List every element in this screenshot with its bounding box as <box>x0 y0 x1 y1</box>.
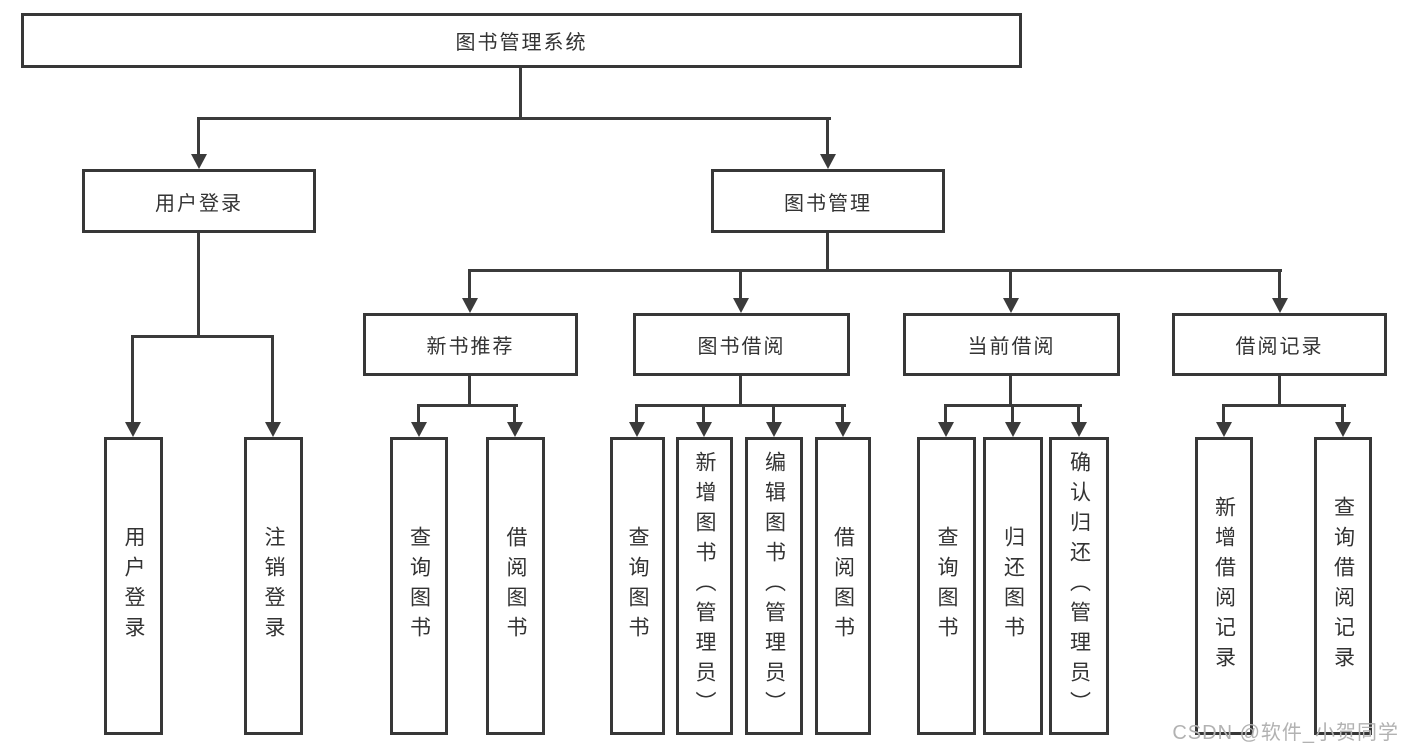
connector-line <box>131 335 134 423</box>
leaf-edit-book-admin-label: 编辑图书（管理员） <box>762 451 786 721</box>
arrow-down-icon <box>462 298 478 313</box>
leaf-query-books-current-label: 查询图书 <box>935 526 959 646</box>
connector-line <box>1278 269 1281 301</box>
connector-line <box>197 117 200 155</box>
leaf-query-books-current: 查询图书 <box>917 437 976 735</box>
connector-line <box>944 404 947 425</box>
connector-line <box>635 404 638 425</box>
node-borrow-records: 借阅记录 <box>1172 313 1387 376</box>
leaf-add-borrow-record-label: 新增借阅记录 <box>1212 496 1236 676</box>
connector-line <box>702 404 705 425</box>
node-new-book-recommend-label: 新书推荐 <box>426 336 515 358</box>
arrow-down-icon <box>835 422 851 437</box>
connector-line <box>468 269 1282 272</box>
connector-line <box>1011 404 1014 425</box>
connector-line <box>131 335 274 338</box>
connector-line <box>739 269 742 301</box>
leaf-add-borrow-record: 新增借阅记录 <box>1195 437 1253 735</box>
leaf-logout: 注销登录 <box>244 437 303 735</box>
leaf-logout-label: 注销登录 <box>262 526 286 646</box>
arrow-down-icon <box>1216 422 1232 437</box>
connector-line <box>1077 404 1080 425</box>
leaf-query-books-borrow: 查询图书 <box>610 437 665 735</box>
leaf-query-borrow-record: 查询借阅记录 <box>1314 437 1372 735</box>
arrow-down-icon <box>1272 298 1288 313</box>
leaf-return-book: 归还图书 <box>983 437 1043 735</box>
connector-line <box>468 376 471 407</box>
connector-line <box>1341 404 1344 425</box>
node-book-borrow-label: 图书借阅 <box>697 336 786 358</box>
arrow-down-icon <box>1005 422 1021 437</box>
node-current-borrow: 当前借阅 <box>903 313 1120 376</box>
connector-line <box>468 269 471 301</box>
connector-line <box>841 404 844 425</box>
leaf-edit-book-admin: 编辑图书（管理员） <box>745 437 803 735</box>
connector-line <box>1009 269 1012 301</box>
leaf-query-books-recommend: 查询图书 <box>390 437 448 735</box>
connector-line <box>1222 404 1225 425</box>
node-current-borrow-label: 当前借阅 <box>967 336 1056 358</box>
arrow-down-icon <box>1071 422 1087 437</box>
arrow-down-icon <box>1335 422 1351 437</box>
leaf-query-books-recommend-label: 查询图书 <box>407 526 431 646</box>
arrow-down-icon <box>1003 298 1019 313</box>
csdn-watermark: CSDN @软件_小贺同学 <box>1172 722 1399 744</box>
leaf-user-login: 用户登录 <box>104 437 163 735</box>
arrow-down-icon <box>733 298 749 313</box>
arrow-down-icon <box>629 422 645 437</box>
arrow-down-icon <box>411 422 427 437</box>
leaf-confirm-return-admin-label: 确认归还（管理员） <box>1067 451 1091 721</box>
leaf-query-books-borrow-label: 查询图书 <box>626 526 650 646</box>
connector-line <box>1009 376 1012 407</box>
node-new-book-recommend: 新书推荐 <box>363 313 578 376</box>
leaf-add-book-admin: 新增图书（管理员） <box>676 437 733 735</box>
connector-line <box>197 233 200 337</box>
connector-line <box>826 233 829 272</box>
connector-line <box>826 117 829 155</box>
node-user-login: 用户登录 <box>82 169 316 233</box>
node-user-login-label: 用户登录 <box>155 192 243 215</box>
node-root-label: 图书管理系统 <box>455 32 588 54</box>
leaf-borrow-books-recommend: 借阅图书 <box>486 437 545 735</box>
leaf-borrow-books-recommend-label: 借阅图书 <box>504 526 528 646</box>
leaf-borrow-books-label: 借阅图书 <box>831 526 855 646</box>
connector-line <box>197 117 831 120</box>
arrow-down-icon <box>191 154 207 169</box>
arrow-down-icon <box>507 422 523 437</box>
leaf-user-login-label: 用户登录 <box>122 526 146 646</box>
connector-line <box>1222 404 1346 407</box>
node-book-management: 图书管理 <box>711 169 945 233</box>
connector-line <box>1278 376 1281 407</box>
arrow-down-icon <box>938 422 954 437</box>
leaf-query-borrow-record-label: 查询借阅记录 <box>1331 496 1355 676</box>
connector-line <box>513 404 516 425</box>
connector-line <box>635 404 846 407</box>
leaf-confirm-return-admin: 确认归还（管理员） <box>1049 437 1109 735</box>
leaf-return-book-label: 归还图书 <box>1001 526 1025 646</box>
connector-line <box>772 404 775 425</box>
arrow-down-icon <box>696 422 712 437</box>
node-book-borrow: 图书借阅 <box>633 313 850 376</box>
leaf-add-book-admin-label: 新增图书（管理员） <box>693 451 717 721</box>
node-book-management-label: 图书管理 <box>784 192 872 215</box>
node-root: 图书管理系统 <box>21 13 1022 68</box>
connector-line <box>519 68 522 119</box>
arrow-down-icon <box>820 154 836 169</box>
leaf-borrow-books: 借阅图书 <box>815 437 871 735</box>
arrow-down-icon <box>125 422 141 437</box>
connector-line <box>271 335 274 423</box>
connector-line <box>739 376 742 407</box>
connector-line <box>417 404 420 425</box>
arrow-down-icon <box>766 422 782 437</box>
arrow-down-icon <box>265 422 281 437</box>
connector-line <box>417 404 518 407</box>
node-borrow-records-label: 借阅记录 <box>1235 336 1324 358</box>
